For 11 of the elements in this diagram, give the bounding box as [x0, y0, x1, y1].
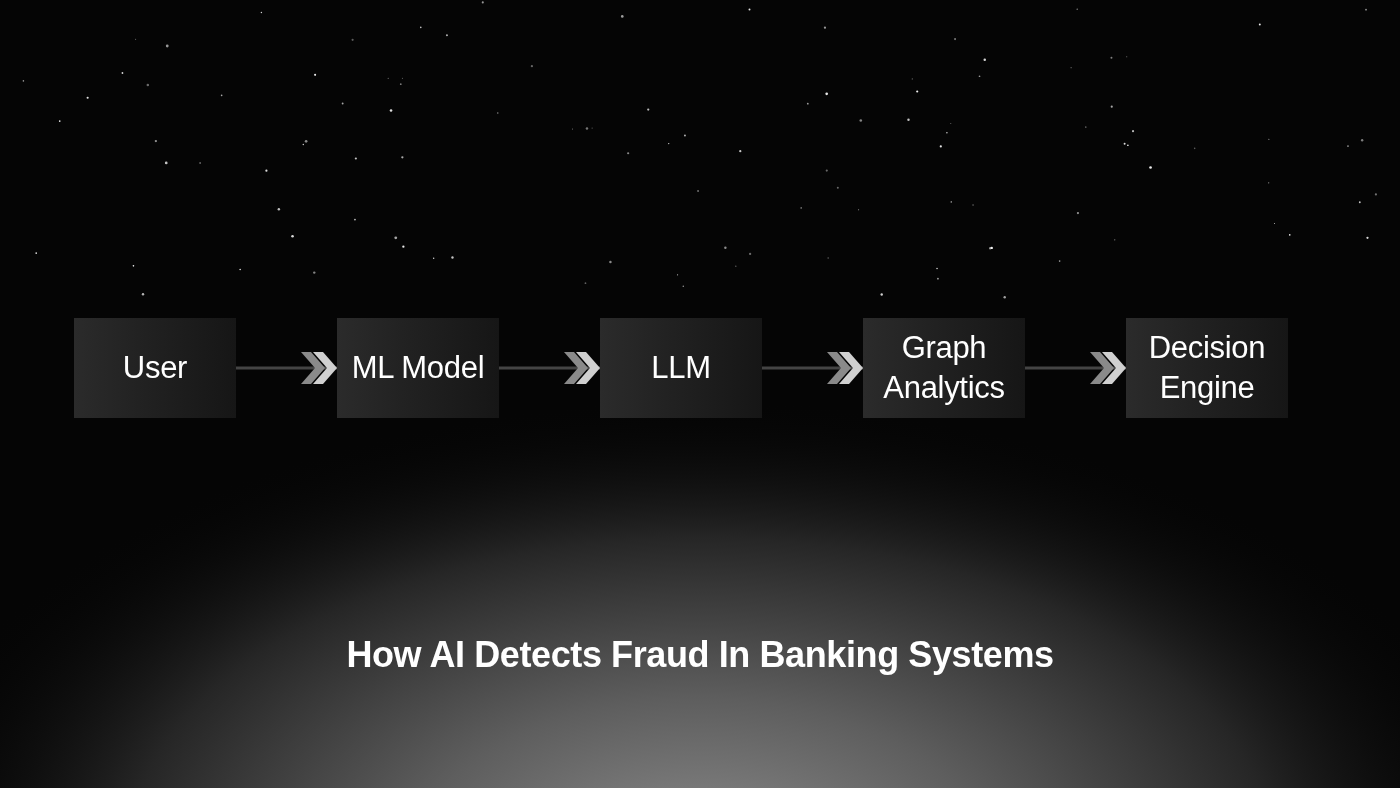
process-box [863, 318, 1025, 418]
process-box [74, 318, 236, 418]
node-label: ML Model [351, 349, 485, 387]
node-label: User [122, 349, 188, 387]
process-box [337, 318, 499, 418]
node-label: Graph Analytics [882, 329, 1006, 407]
node-label: Decision Engine [1147, 329, 1267, 407]
node-label: LLM [651, 349, 711, 387]
diagram-title: How AI Detects Fraud In Banking Systems [346, 633, 1054, 677]
process-box [1126, 318, 1288, 418]
process-box [600, 318, 762, 418]
